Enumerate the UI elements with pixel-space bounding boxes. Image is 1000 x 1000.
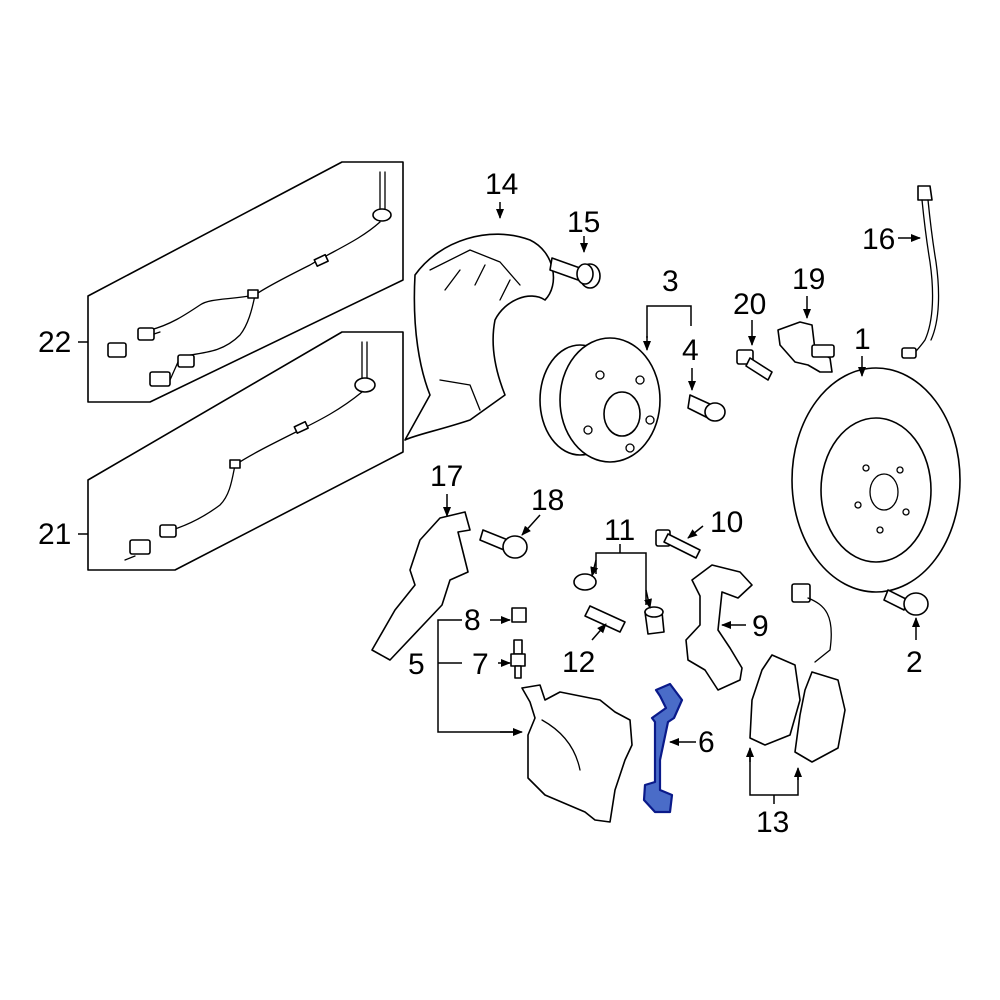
- callout-22: 22: [38, 326, 71, 359]
- part-10-bolt[interactable]: [655, 529, 701, 559]
- callout-8: 8: [464, 604, 481, 637]
- part-19-bracket[interactable]: [777, 321, 835, 373]
- callout-18: 18: [531, 484, 564, 517]
- callout-20: 20: [733, 288, 766, 321]
- part-12-guide-pin[interactable]: [584, 605, 626, 633]
- callout-13: 13: [756, 806, 789, 839]
- callout-6: 6: [698, 726, 715, 759]
- part-16-brake-hose[interactable]: [901, 185, 940, 359]
- callout-19: 19: [792, 263, 825, 296]
- part-22-harness-panel[interactable]: [87, 161, 404, 403]
- part-20-bolt[interactable]: [736, 349, 773, 381]
- part-11-guide-pin-boots[interactable]: [573, 573, 665, 635]
- callout-3: 3: [662, 265, 679, 298]
- callout-2: 2: [906, 646, 923, 679]
- leader-lines: [78, 202, 921, 804]
- callout-15: 15: [567, 206, 600, 239]
- part-21-harness-panel[interactable]: [87, 331, 404, 571]
- wear-sensor-wire[interactable]: [791, 583, 832, 663]
- part-9-caliper-bracket[interactable]: [685, 564, 753, 691]
- part-15-bolt[interactable]: [549, 257, 601, 289]
- part-4-bolt[interactable]: [687, 394, 726, 422]
- part-17-bracket[interactable]: [371, 511, 471, 661]
- callout-10: 10: [710, 506, 743, 539]
- callout-4: 4: [682, 334, 699, 367]
- callout-17: 17: [430, 460, 463, 493]
- callout-labels: 14 15 3 4 20 19 1 16 22 21 17 18 11 10 1…: [38, 168, 923, 839]
- callout-14: 14: [485, 168, 518, 201]
- callout-7: 7: [472, 648, 489, 681]
- callout-11: 11: [604, 514, 635, 547]
- part-7-bleeder-screw[interactable]: [510, 639, 526, 679]
- part-3-hub[interactable]: [539, 337, 661, 463]
- callout-9: 9: [752, 610, 769, 643]
- part-8-bleeder-cap[interactable]: [511, 607, 527, 623]
- callout-12: 12: [562, 646, 595, 679]
- callout-5: 5: [408, 648, 425, 681]
- callout-1: 1: [854, 323, 871, 356]
- part-18-bolt[interactable]: [479, 529, 528, 559]
- part-14-splash-shield[interactable]: [404, 233, 555, 441]
- callout-16: 16: [862, 223, 895, 256]
- part-6-anti-rattle-clip[interactable]: [642, 682, 684, 814]
- part-1-rotor[interactable]: [791, 367, 961, 593]
- part-2-bolt[interactable]: [883, 589, 929, 616]
- part-5-caliper[interactable]: [521, 684, 633, 823]
- part-13-brake-pads[interactable]: [749, 654, 846, 763]
- callout-21: 21: [38, 518, 71, 551]
